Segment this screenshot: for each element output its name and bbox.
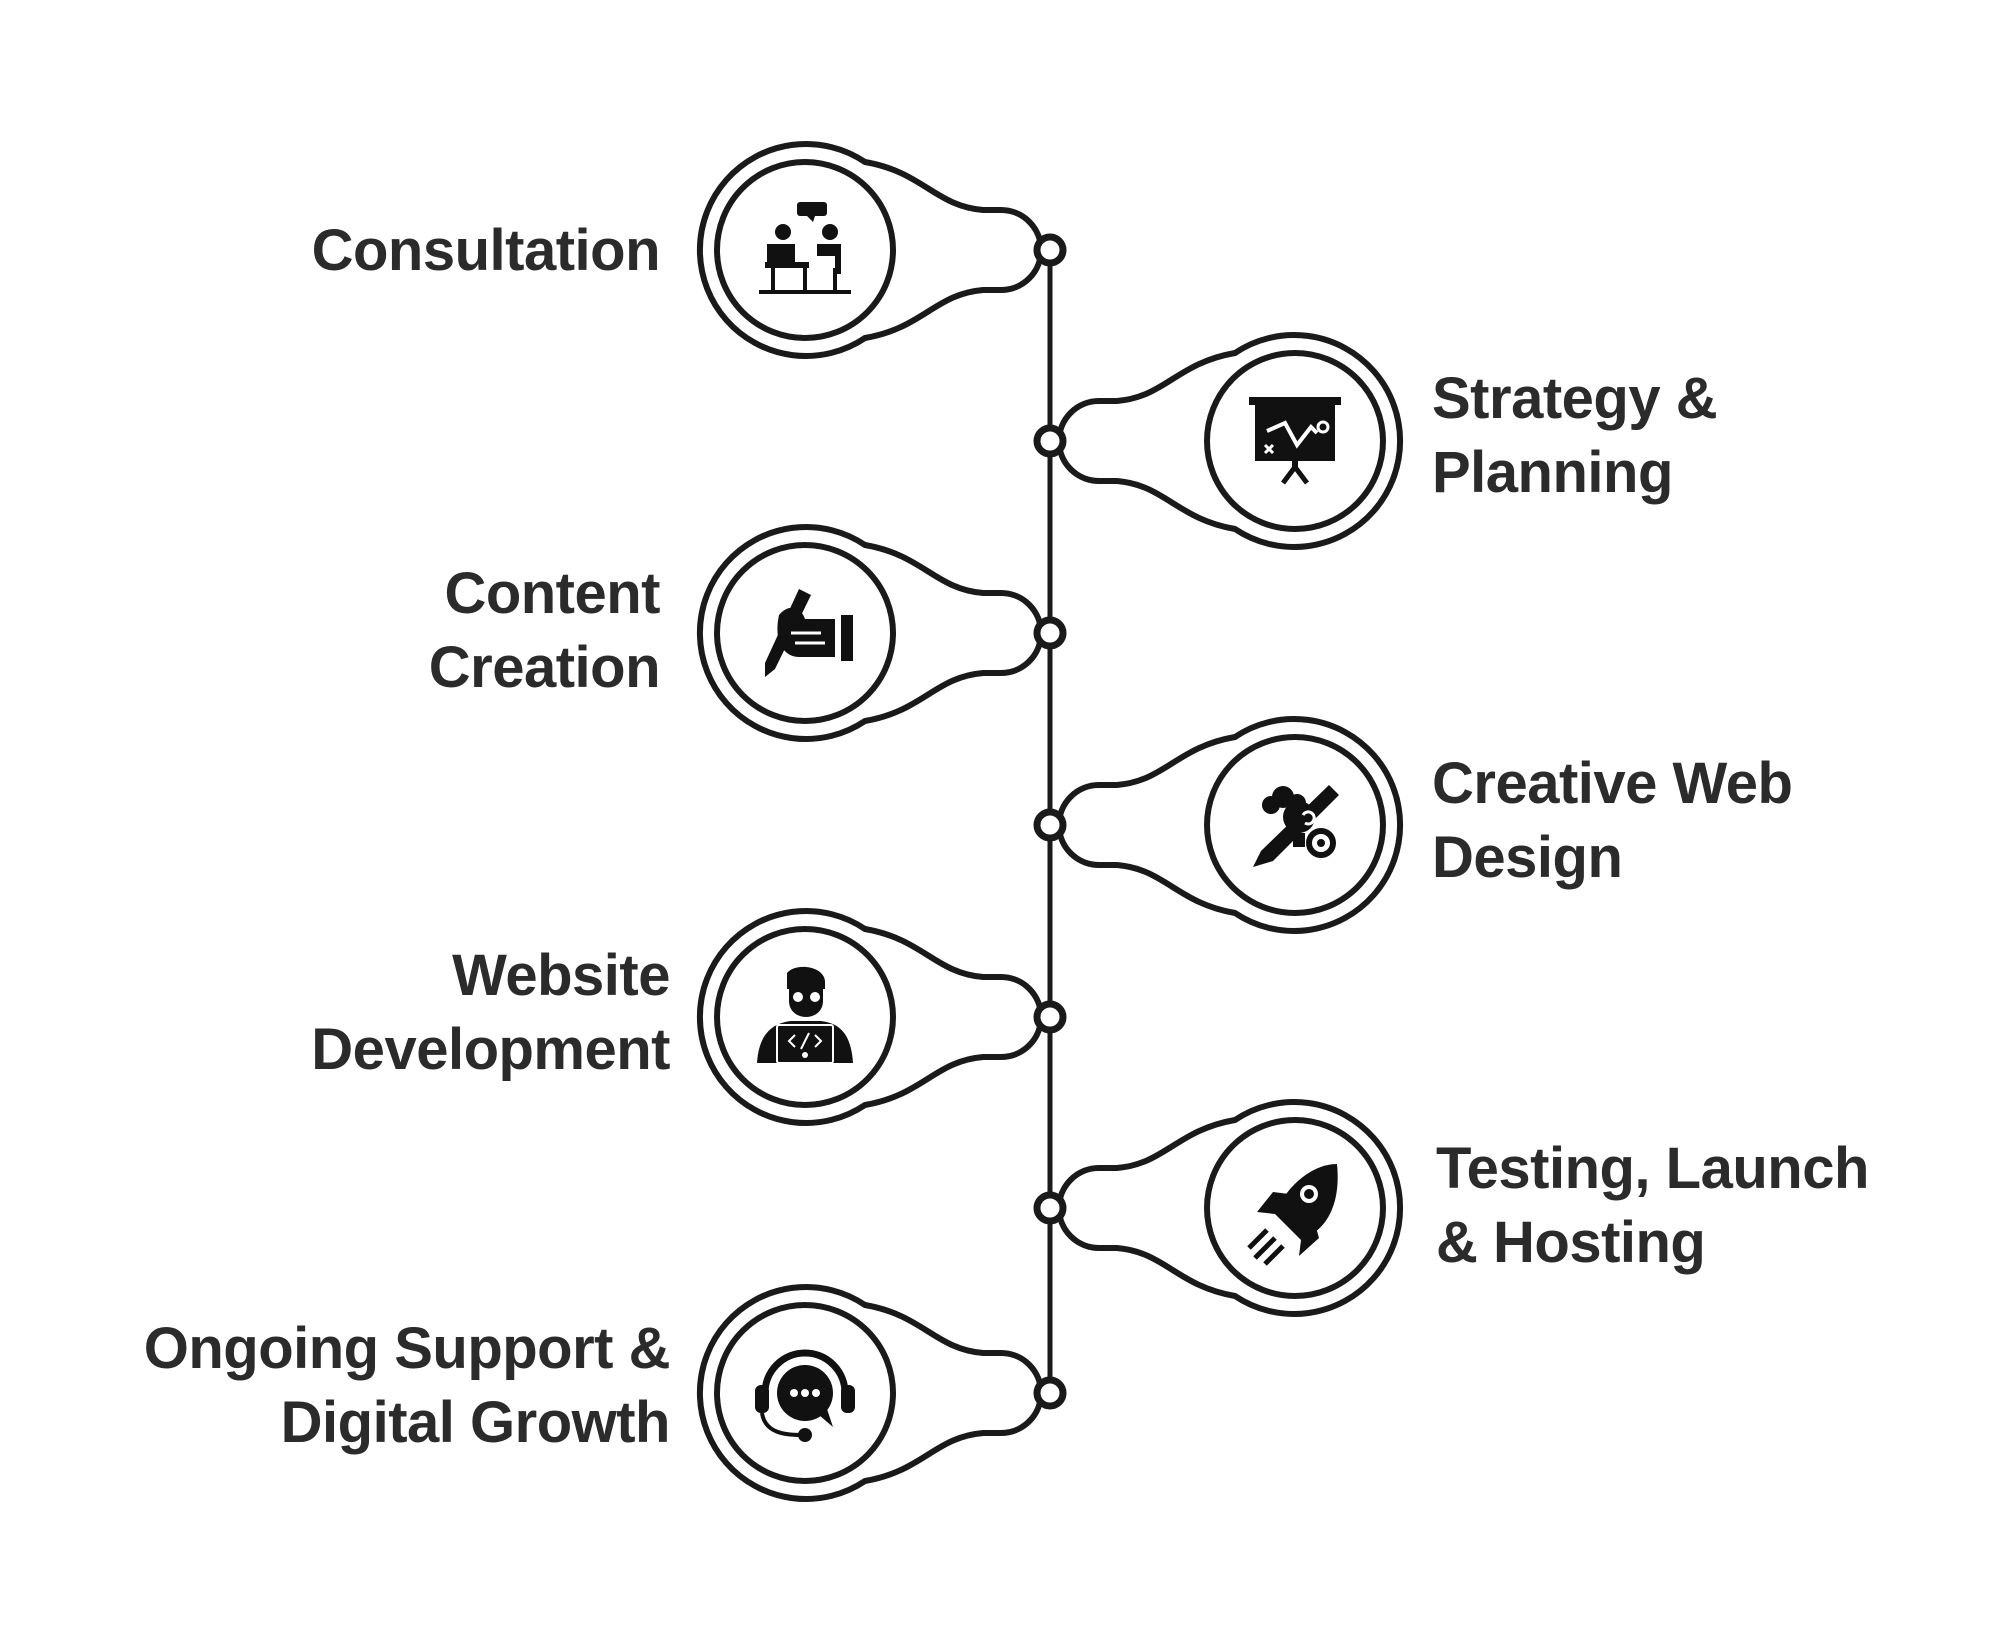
step-label-testing: Testing, Launch & Hosting — [1436, 1132, 1869, 1280]
label-line: Consultation — [311, 218, 661, 283]
step-testing — [1033, 1102, 1400, 1314]
label-line: Content — [444, 561, 660, 626]
creative-design-icon — [1253, 785, 1339, 867]
label-line: Digital Growth — [280, 1390, 671, 1455]
consultation-icon — [759, 202, 851, 294]
label-line: Development — [311, 1017, 670, 1082]
step-label-content: Content Creation — [428, 557, 661, 705]
step-label-strategy: Strategy & Planning — [1432, 362, 1718, 510]
step-content — [700, 527, 1067, 739]
support-headset-icon — [755, 1349, 855, 1442]
step-design — [1033, 719, 1400, 931]
step-consultation — [700, 144, 1067, 356]
step-development — [700, 911, 1067, 1123]
step-label-consultation: Consultation — [311, 214, 661, 288]
developer-icon — [757, 966, 853, 1064]
label-line: Ongoing Support & — [143, 1316, 671, 1381]
label-line: Planning — [1432, 440, 1673, 505]
step-label-support: Ongoing Support & Digital Growth — [143, 1312, 671, 1460]
writing-hand-icon — [765, 589, 853, 677]
step-label-design: Creative Web Design — [1432, 747, 1793, 895]
step-label-development: Website Development — [311, 939, 670, 1087]
strategy-board-icon — [1249, 397, 1341, 485]
label-line: Strategy & — [1432, 366, 1718, 431]
label-line: Website — [452, 943, 670, 1008]
label-line: Testing, Launch — [1436, 1136, 1869, 1201]
step-support — [700, 1287, 1067, 1499]
label-line: Creative Web — [1432, 751, 1793, 816]
step-strategy — [1033, 335, 1400, 547]
label-line: Design — [1432, 825, 1623, 890]
label-line: & Hosting — [1436, 1210, 1706, 1275]
rocket-icon — [1247, 1164, 1338, 1266]
label-line: Creation — [428, 635, 661, 700]
